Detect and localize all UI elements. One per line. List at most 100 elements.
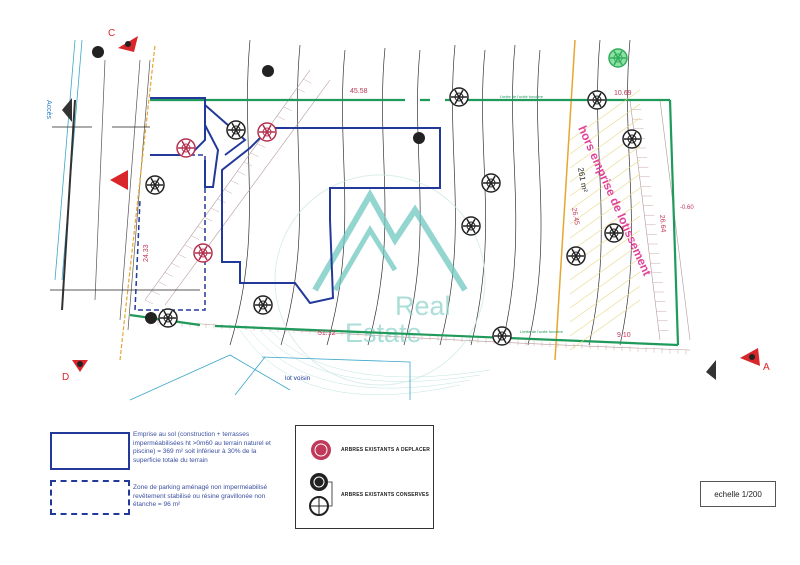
tree-kept-icon	[226, 120, 246, 140]
slope-tick	[158, 281, 167, 286]
contour-line	[326, 49, 346, 346]
legend-footprint-swatch	[50, 432, 130, 470]
dimension-right-offset: -0.60	[680, 205, 694, 211]
hatch-line	[569, 117, 641, 169]
contour-line	[527, 49, 542, 346]
dimension-middle: 26.45	[570, 207, 580, 226]
tree-kept-icon	[262, 65, 274, 77]
svg-text:D: D	[62, 372, 69, 383]
neighbour-lot-label: lot voisin	[285, 375, 311, 382]
tree-kept-icon	[481, 173, 501, 193]
legend-trees-keep: ARBRES EXISTANTS CONSERVES	[341, 492, 430, 498]
tree-keep-icon	[309, 496, 329, 516]
legend-parking-swatch	[50, 480, 130, 515]
tree-kept-icon	[158, 308, 178, 328]
contour-lines	[229, 39, 632, 346]
tree-kept-icon	[461, 216, 481, 236]
neighbour-lot	[129, 354, 411, 401]
out-of-scope-area-label: 261 m²	[576, 167, 589, 193]
contour-line	[470, 49, 486, 346]
slope-tick	[276, 115, 286, 121]
slope-tick	[250, 152, 259, 158]
dimension-bottom: 51.12	[318, 330, 336, 337]
slope-tick	[204, 216, 213, 222]
hatch-line	[569, 299, 641, 351]
tree-kept-icon	[145, 175, 165, 195]
hatch-line	[569, 243, 641, 295]
dimension-top-right: 10.69	[614, 90, 632, 97]
parking-zone	[134, 154, 206, 311]
access-arrow-icon	[62, 98, 72, 122]
view-marker-left	[110, 170, 128, 190]
hatch-line	[569, 257, 641, 309]
contour-line	[588, 39, 602, 346]
limit-label: Limite de l'unité foncière	[500, 94, 544, 99]
building-footprint	[150, 97, 441, 305]
tree-kept-icon	[92, 46, 104, 58]
dimension-top-left: 45.58	[350, 88, 368, 95]
tree-kept-icon	[604, 223, 624, 243]
slope-tick	[151, 290, 160, 296]
dimension-left: 24.33	[143, 244, 150, 262]
hatch-line	[569, 103, 641, 155]
tree-kept-icon	[449, 87, 469, 107]
hatch-line	[569, 145, 641, 197]
contour-line	[229, 39, 251, 346]
hatch-line	[569, 89, 641, 141]
scale-label: echelle 1/200	[700, 481, 776, 507]
hatch-line	[569, 173, 641, 225]
view-marker-c: C	[108, 28, 138, 52]
parcel-boundary	[129, 98, 680, 347]
svg-text:A: A	[763, 362, 770, 373]
access-label: Accès	[45, 100, 52, 120]
slope-tick	[224, 189, 233, 194]
slope-tick	[191, 235, 200, 240]
tree-kept-icon	[413, 132, 425, 144]
contour-line	[403, 49, 421, 346]
slope-tick	[144, 299, 154, 305]
tree-move-icon	[311, 440, 331, 460]
view-marker-d: D	[62, 360, 88, 383]
tree-kept-icon	[587, 90, 607, 110]
hatch-line	[569, 271, 641, 323]
hatch-line	[569, 201, 641, 253]
slope-tick	[171, 262, 180, 268]
contour-line	[439, 44, 456, 346]
contour-line	[367, 47, 386, 346]
slope-tick	[303, 78, 312, 84]
tree-kept-icon	[566, 246, 586, 266]
slope-tick	[237, 170, 246, 176]
slope-tick	[210, 207, 220, 213]
slope-tick	[177, 253, 187, 259]
tree-kept-icon	[253, 295, 273, 315]
svg-text:C: C	[108, 28, 115, 39]
slope-tick	[243, 161, 253, 167]
tree-keep-icon	[310, 473, 328, 491]
view-marker-a: A	[706, 348, 770, 380]
contour-line	[501, 44, 517, 346]
tree-to-move-icon	[176, 138, 196, 158]
hatch-line	[569, 229, 641, 281]
svg-text:Real: Real	[395, 291, 451, 321]
slope-ticks	[144, 78, 687, 355]
slope-tick	[164, 272, 173, 277]
legend-trees-move: ARBRES EXISTANTS A DEPLACER	[341, 447, 431, 453]
watermark-logo: Real Estate	[239, 174, 491, 396]
dimension-bottom-right: 9.10	[617, 332, 631, 339]
slope-tick	[230, 180, 239, 185]
slope-tick	[283, 106, 292, 112]
tree-to-move-icon	[193, 243, 213, 263]
out-of-scope-area	[569, 89, 641, 351]
legend-footprint-text: Emprise au sol (construction + terrasses…	[133, 431, 271, 464]
tree-kept-icon	[145, 312, 157, 324]
slope-tick	[296, 88, 305, 93]
legend-parking-text: Zone de parking aménagé non imperméabili…	[133, 484, 268, 508]
limit-label: Limite de l'unité foncière	[520, 329, 564, 334]
contour-line	[619, 39, 632, 346]
tree-kept-icon	[492, 326, 512, 346]
tree-legend: ARBRES EXISTANTS A DEPLACER ARBRES EXIST…	[295, 425, 434, 529]
dimension-right: 26.64	[658, 215, 667, 233]
tree-kept-icon	[608, 48, 628, 68]
tree-to-move-icon	[257, 122, 277, 142]
